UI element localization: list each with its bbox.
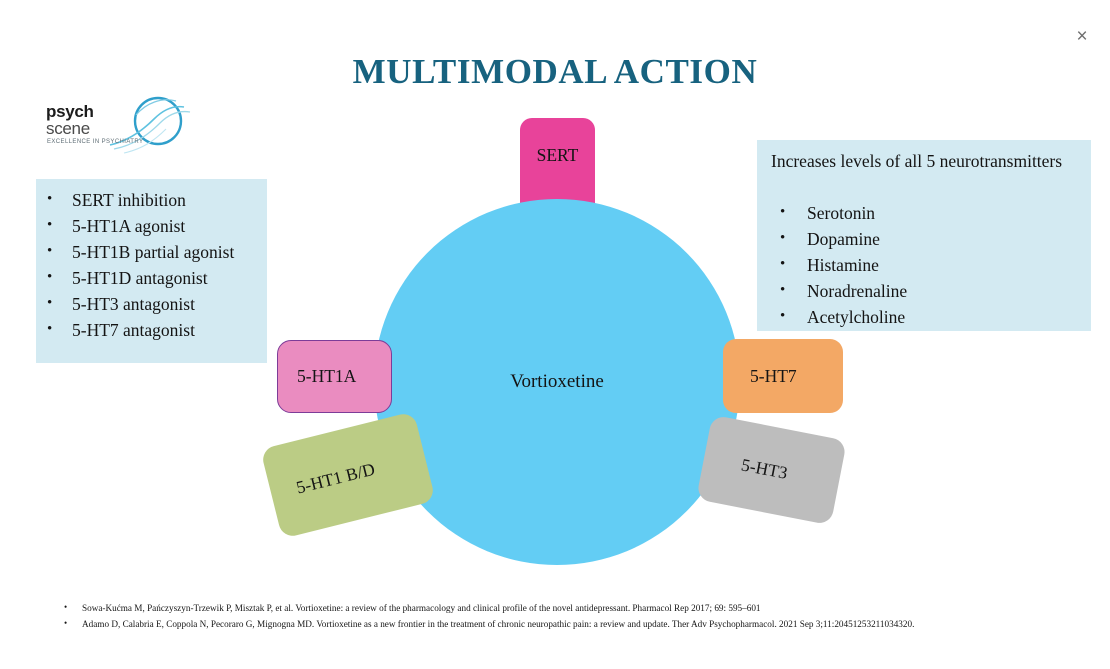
list-item: Acetylcholine — [780, 303, 907, 330]
psych-scene-logo: psych scene EXCELLENCE IN PSYCHIATRY — [46, 95, 196, 157]
list-item: Noradrenaline — [780, 277, 907, 304]
logo-text-scene: scene — [46, 119, 90, 138]
neurotransmitters-panel: Increases levels of all 5 neurotransmitt… — [757, 140, 1091, 331]
mechanisms-list: SERT inhibition 5-HT1A agonist 5-HT1B pa… — [45, 186, 234, 343]
list-item: Dopamine — [780, 225, 907, 252]
list-item: 5-HT1A agonist — [45, 212, 234, 239]
mechanisms-panel: SERT inhibition 5-HT1A agonist 5-HT1B pa… — [36, 179, 267, 363]
list-item: Histamine — [780, 251, 907, 278]
list-item: 5-HT3 antagonist — [45, 290, 234, 317]
page-title: MULTIMODAL ACTION — [352, 52, 758, 91]
diagram-node-5ht1a: 5-HT1A — [277, 340, 392, 413]
neurotransmitters-list: Serotonin Dopamine Histamine Noradrenali… — [780, 199, 907, 330]
references-list: Sowa-Kućma M, Pańczyszyn-Trzewik P, Misz… — [58, 599, 1098, 632]
logo-text-psych: psych — [46, 102, 94, 121]
list-item: 5-HT7 antagonist — [45, 316, 234, 343]
reference-item: Sowa-Kućma M, Pańczyszyn-Trzewik P, Misz… — [58, 599, 1098, 616]
logo-tagline: EXCELLENCE IN PSYCHIATRY — [47, 139, 144, 145]
list-item: 5-HT1B partial agonist — [45, 238, 234, 265]
diagram-node-vortioxetine: Vortioxetine — [374, 199, 740, 565]
reference-item: Adamo D, Calabria E, Coppola N, Pecoraro… — [58, 615, 1098, 632]
diagram-node-5ht3: 5-HT3 — [696, 414, 847, 526]
close-icon[interactable]: × — [1076, 25, 1088, 47]
diagram-node-5ht7: 5-HT7 — [723, 339, 843, 413]
logo-swirl-icon — [102, 95, 196, 162]
list-item: SERT inhibition — [45, 186, 234, 213]
diagram-node-5ht1bd: 5-HT1 B/D — [260, 411, 436, 539]
neurotransmitters-lead: Increases levels of all 5 neurotransmitt… — [771, 151, 1063, 171]
list-item: 5-HT1D antagonist — [45, 264, 234, 291]
list-item: Serotonin — [780, 199, 907, 226]
